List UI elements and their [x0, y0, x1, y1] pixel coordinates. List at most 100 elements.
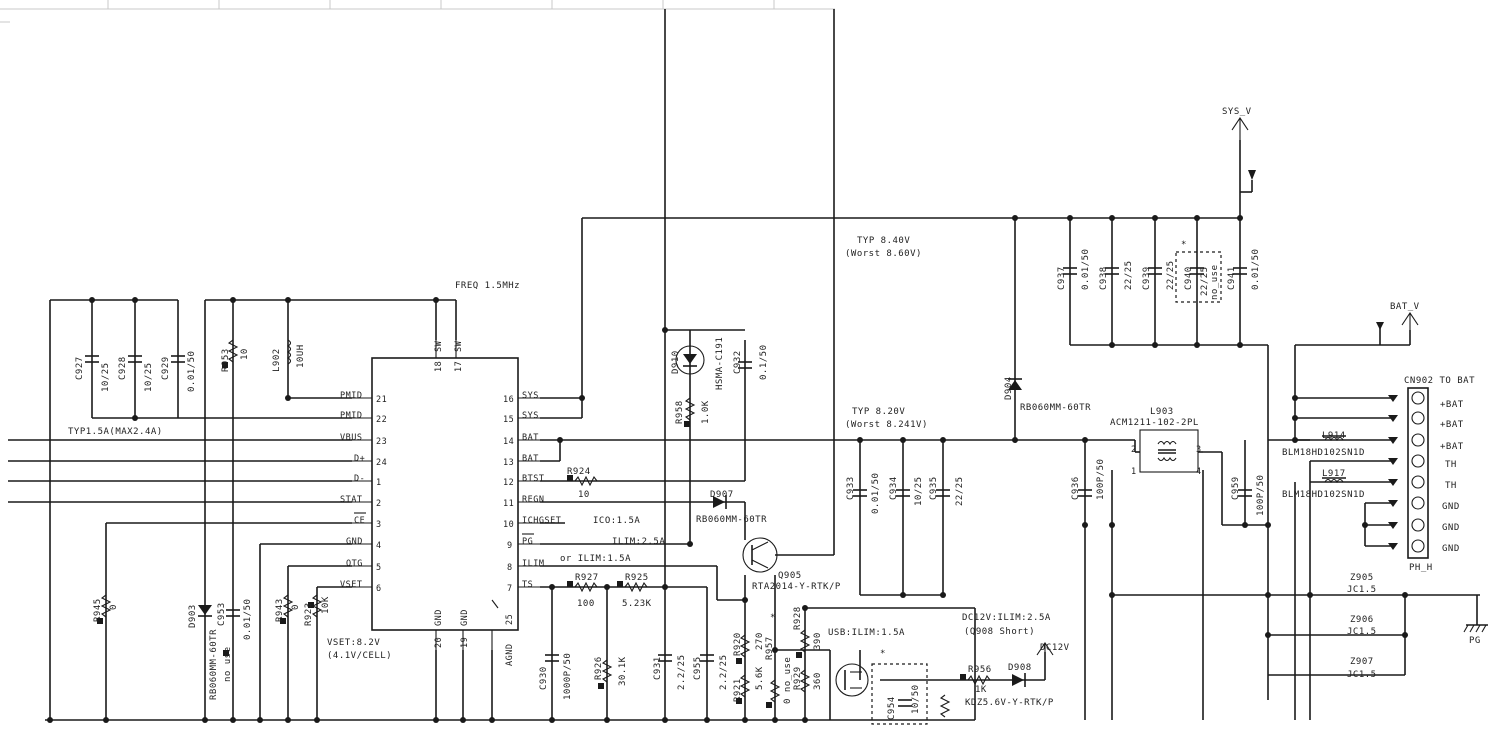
- typ-sys-label: TYP 8.40V: [857, 236, 910, 246]
- c939-val: 22/25: [1166, 260, 1176, 290]
- pin-name-gnd-4: GND: [346, 537, 363, 547]
- r927-ref: R927: [575, 573, 599, 583]
- l917-val: BLM18HD102SN1D: [1282, 490, 1365, 500]
- r924-val: 10: [578, 490, 590, 500]
- cn-pin-1: +BAT: [1440, 400, 1464, 410]
- q908-short-label: (Q908 Short): [964, 627, 1035, 637]
- pin-name-ce: CE: [354, 516, 365, 526]
- pin-name-sw-17: SW: [454, 340, 464, 352]
- q905-ref: Q905: [778, 571, 802, 581]
- pin-name-pg: PG: [522, 537, 533, 547]
- charger-ic: [352, 340, 540, 650]
- pin-name-bat-14: BAT: [522, 433, 539, 443]
- d910-ref: D910: [671, 350, 681, 374]
- c932-val: 0.1/50: [759, 344, 769, 380]
- pin-num-5: 5: [376, 563, 382, 573]
- c954-val: 10/50: [911, 684, 921, 714]
- l902-ref: L902: [272, 348, 282, 372]
- sys-v-label: SYS_V: [1222, 107, 1252, 117]
- c928-ref: C928: [118, 356, 128, 380]
- component-labels-vertical: C927 10/25 C928 10/25 C929 0.01/50 R953 …: [75, 249, 1266, 720]
- c938-val: 22/25: [1124, 260, 1134, 290]
- r920-val: 270: [755, 632, 765, 650]
- pin-name-ichgset: ICHGSET: [522, 516, 561, 526]
- connector-cn902: [1388, 387, 1429, 559]
- pin-name-sys-16: SYS: [522, 391, 539, 401]
- pin-num-22: 22: [376, 415, 387, 425]
- r945-val: 0: [109, 604, 119, 610]
- c933-val: 0.01/50: [871, 473, 881, 514]
- pin-num-2: 2: [376, 499, 382, 509]
- cn-pin-2: +BAT: [1440, 420, 1464, 430]
- ilim-label: ILIM:2.5A: [612, 537, 665, 547]
- net-symbols: [1036, 117, 1488, 656]
- typ-bat-label: TYP 8.20V: [852, 407, 905, 417]
- worst-bat-label: (Worst 8.241V): [845, 420, 928, 430]
- r958-val: 1.0K: [701, 400, 711, 424]
- l902-val: 10UH: [296, 344, 306, 368]
- r928-ref: R928: [793, 606, 803, 630]
- pin-num-20: 20: [434, 637, 444, 648]
- r953-ref: R953: [221, 348, 231, 372]
- l914-ref: L914: [1322, 431, 1346, 441]
- pin-num-3: 3: [376, 520, 382, 530]
- z905-ref: Z905: [1350, 573, 1374, 583]
- pin-name-agnd: AGND: [505, 644, 515, 666]
- c927-val: 10/25: [101, 362, 111, 392]
- d903-ref: D903: [188, 604, 198, 628]
- frame-top: [0, 0, 835, 23]
- r957-star: *: [770, 613, 776, 623]
- pin-name-gnd-19: GND: [460, 609, 470, 626]
- cn-pin-6: GND: [1442, 502, 1460, 512]
- ic-right-pin-labels: 16 SYS 15 SYS 14 BAT 13 BAT 12 BTST 11 R…: [503, 391, 561, 594]
- c936-val: 100P/50: [1096, 459, 1106, 500]
- c933-ref: C933: [846, 476, 856, 500]
- input-current-label: TYP1.5A(MAX2.4A): [68, 427, 163, 437]
- r957-val: 0 no_use: [783, 657, 793, 704]
- pin-name-pmid-21: PMID: [340, 391, 362, 401]
- connector-subtitle: PH_H: [1409, 563, 1433, 573]
- c938-ref: C938: [1099, 266, 1109, 290]
- r958-ref: R958: [675, 400, 685, 424]
- pin-num-8: 8: [507, 563, 513, 573]
- vset-cell-label: (4.1V/CELL): [327, 651, 392, 661]
- l917-ref: L917: [1322, 469, 1346, 479]
- c940-val: 22/25: [1200, 266, 1210, 296]
- diode-symbols: [198, 345, 1026, 687]
- pin-num-17: 17: [454, 361, 464, 372]
- pin-name-ilim: ILIM: [522, 559, 544, 569]
- pin-name-vset: VSET: [340, 580, 362, 590]
- connector-pin-labels: +BAT +BAT +BAT TH TH GND GND GND: [1440, 400, 1464, 554]
- r945-ref: R945: [93, 598, 103, 622]
- c934-ref: C934: [889, 476, 899, 500]
- pin1-markers: [97, 362, 966, 708]
- r923-val: 10K: [321, 596, 331, 614]
- pin-num-25: 25: [505, 614, 515, 625]
- worst-sys-label: (Worst 8.60V): [845, 249, 922, 259]
- q905-val: RTA2014-Y-RTK/P: [752, 582, 841, 592]
- c953-ref: C953: [217, 602, 227, 626]
- r927-val: 100: [577, 599, 595, 609]
- cn-pin-7: GND: [1442, 523, 1460, 533]
- d907-val: RB060MM-60TR: [696, 515, 767, 525]
- c940-no-use-box: [1175, 251, 1222, 303]
- r929-val: 360: [813, 672, 823, 690]
- r953-val: 10: [240, 348, 250, 360]
- c939-ref: C939: [1142, 266, 1152, 290]
- pin-num-14: 14: [503, 437, 514, 447]
- dc12v-label: DC12V: [1040, 643, 1070, 653]
- cn-pin-8: GND: [1442, 544, 1460, 554]
- c954-no-use-box: [871, 663, 928, 725]
- pin-name-btst: BTST: [522, 474, 544, 484]
- r943-val: 0: [291, 604, 301, 610]
- pin-name-pmid-22: PMID: [340, 411, 362, 421]
- c927-ref: C927: [75, 356, 85, 380]
- pin-num-7: 7: [507, 584, 513, 594]
- c954-ref: C954: [887, 696, 897, 720]
- pin-num-13: 13: [503, 458, 514, 468]
- component-labels-horizontal: R924 10 D907 RB060MM-60TR Q905 RTA2014-Y…: [567, 403, 1376, 708]
- pin-name-bat-13: BAT: [522, 454, 539, 464]
- c941-ref: C941: [1227, 266, 1237, 290]
- svg-text:1: 1: [1131, 467, 1137, 477]
- junction-dots: [47, 215, 1408, 723]
